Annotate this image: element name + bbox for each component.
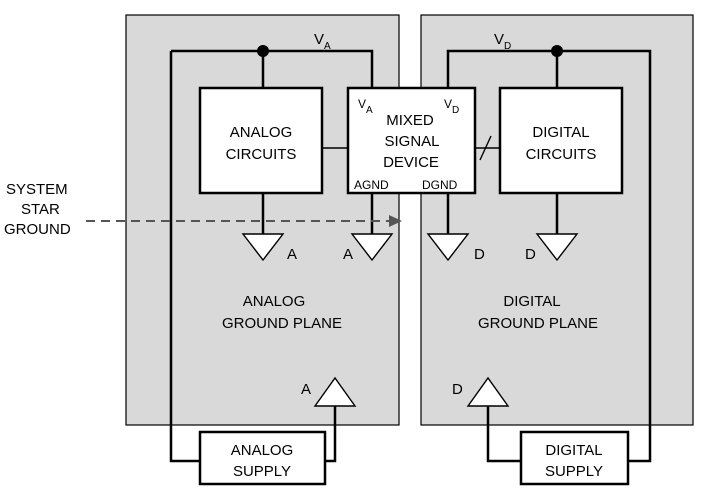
analog-circuits-label-line2: CIRCUITS bbox=[226, 146, 297, 163]
digital-rail-label: VD bbox=[494, 31, 511, 52]
analog-circuits-box bbox=[198, 86, 324, 195]
digital-supply-box bbox=[519, 430, 630, 486]
ground-label-analog-circuits: A bbox=[287, 246, 297, 263]
system-star-ground-label-line3: GROUND bbox=[4, 221, 71, 238]
ground-label-analog-supply: A bbox=[301, 381, 311, 398]
mixed-signal-device-label: MIXED bbox=[386, 112, 434, 129]
system-star-ground-label-line2: STAR bbox=[21, 201, 60, 218]
ground-label-mixed-digital: D bbox=[474, 246, 485, 263]
mixed-analog-ground-symbol bbox=[350, 233, 394, 262]
analog-circuits-ground-symbol bbox=[241, 233, 285, 262]
mixed-signal-device-label-line3: DEVICE bbox=[383, 154, 439, 171]
analog-wiring bbox=[169, 45, 374, 463]
digital-plane-label: DIGITAL bbox=[503, 293, 560, 310]
pin-va-label: VA bbox=[358, 97, 373, 116]
analog-plane-label: ANALOG bbox=[243, 293, 306, 310]
analog-rail-label: VA bbox=[314, 31, 331, 52]
analog-circuits-label: ANALOG bbox=[230, 124, 293, 141]
system-star-ground-arrow bbox=[86, 215, 402, 227]
analog-supply-label-line2: SUPPLY bbox=[233, 463, 291, 480]
digital-supply-label: DIGITAL bbox=[545, 442, 602, 459]
ground-label-mixed-analog: A bbox=[343, 246, 353, 263]
pin-vd-label: VD bbox=[444, 97, 459, 116]
mixed-signal-device-box bbox=[346, 86, 477, 195]
mixed-signal-device-label-line2: SIGNAL bbox=[384, 133, 439, 150]
analog-supply-label: ANALOG bbox=[231, 442, 294, 459]
analog-supply-ground-symbol bbox=[313, 376, 357, 407]
digital-circuits-box bbox=[498, 86, 624, 195]
digital-plane-label-line2: GROUND PLANE bbox=[478, 315, 598, 332]
digital-wiring bbox=[446, 45, 652, 463]
digital-circuits-label: DIGITAL bbox=[532, 124, 589, 141]
analog-plane-label-line2: GROUND PLANE bbox=[222, 315, 342, 332]
digital-rail-junction bbox=[551, 45, 563, 57]
analog-rail-junction bbox=[257, 45, 269, 57]
mixed-digital-ground-symbol bbox=[426, 233, 470, 262]
system-star-ground-label: SYSTEM bbox=[6, 181, 68, 198]
pin-agnd-label: AGND bbox=[354, 178, 389, 192]
ground-label-digital-supply: D bbox=[452, 381, 463, 398]
analog-supply-box bbox=[198, 430, 327, 486]
ground-label-digital-circuits: D bbox=[525, 246, 536, 263]
digital-supply-label-line2: SUPPLY bbox=[545, 463, 603, 480]
digital-circuits-label-line2: CIRCUITS bbox=[526, 146, 597, 163]
digital-supply-ground-symbol bbox=[466, 376, 510, 407]
digital-circuits-ground-symbol bbox=[535, 233, 579, 262]
pin-dgnd-label: DGND bbox=[422, 178, 458, 192]
